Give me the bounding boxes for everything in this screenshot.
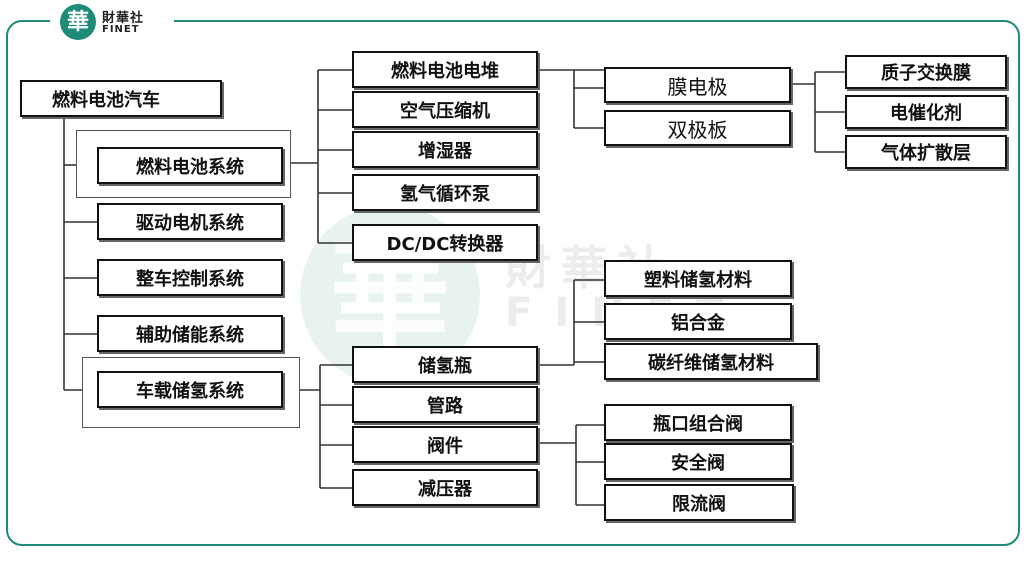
onboard-hydrogen-system-group xyxy=(82,357,300,428)
node-mea: 膜电极 xyxy=(604,67,791,103)
node-gas-diffusion-layer: 气体扩散层 xyxy=(845,135,1007,169)
node-dcdc-converter: DC/DC转换器 xyxy=(352,224,538,261)
fuel-cell-system-group xyxy=(76,130,291,198)
node-carbon-fiber-storage-material: 碳纤维储氢材料 xyxy=(604,343,818,380)
brand-name-en: FINET xyxy=(102,24,140,35)
node-onboard-hydrogen-system: 车载储氢系统 xyxy=(97,371,283,408)
node-fuel-cell-vehicle: 燃料电池汽车 xyxy=(20,80,222,117)
node-bottle-valve: 瓶口组合阀 xyxy=(604,404,792,441)
node-proton-exchange-membrane: 质子交换膜 xyxy=(845,55,1007,89)
node-auxiliary-storage-system: 辅助储能系统 xyxy=(97,315,283,352)
node-vehicle-control-system: 整车控制系统 xyxy=(97,259,283,296)
brand-mark-icon: 華 xyxy=(60,4,96,40)
brand-name-cn: 財華社 xyxy=(102,11,145,26)
node-safety-valve: 安全阀 xyxy=(604,443,792,480)
node-fuel-cell-system: 燃料电池系统 xyxy=(97,147,283,184)
diagram-frame xyxy=(6,20,1020,546)
node-electrocatalyst: 电催化剂 xyxy=(845,95,1007,129)
node-humidifier: 增湿器 xyxy=(352,131,538,168)
node-plastic-storage-material: 塑料储氢材料 xyxy=(604,260,792,297)
node-valves: 阀件 xyxy=(352,426,538,463)
node-hydrogen-tank: 储氢瓶 xyxy=(352,346,538,383)
brand-logo: 華 財華社 FINET xyxy=(50,2,174,42)
node-flow-limit-valve: 限流阀 xyxy=(604,484,794,521)
node-air-compressor: 空气压缩机 xyxy=(352,91,538,128)
node-fuel-cell-stack: 燃料电池电堆 xyxy=(352,51,538,88)
node-pressure-reducer: 减压器 xyxy=(352,469,538,506)
node-pipeline: 管路 xyxy=(352,386,538,423)
node-aluminum-alloy: 铝合金 xyxy=(604,303,792,340)
node-hydrogen-circulation-pump: 氢气循环泵 xyxy=(352,174,538,211)
node-drive-motor-system: 驱动电机系统 xyxy=(97,203,283,240)
node-bipolar-plate: 双极板 xyxy=(604,110,791,146)
